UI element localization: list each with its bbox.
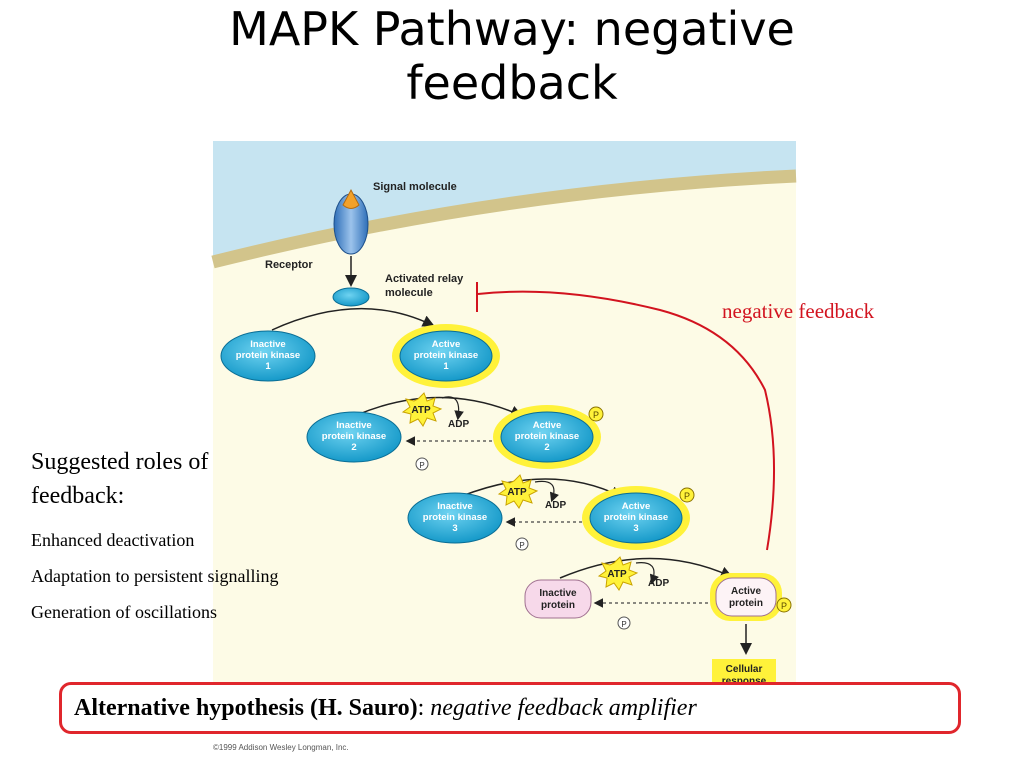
active-kinase-2-line2: protein kinase: [515, 431, 579, 442]
active-kinase-3-line2: protein kinase: [604, 512, 668, 523]
active-kinase-1-line3: 1: [443, 361, 449, 372]
pi-4: [617, 616, 631, 630]
active-kinase-1: [399, 330, 493, 382]
inactive-kinase-3-line2: protein kinase: [423, 512, 487, 523]
active-kinase-1-line2: protein kinase: [414, 350, 478, 361]
active-protein: [715, 577, 777, 617]
active-kinase-2: [500, 411, 594, 463]
active-protein-line1: Active: [731, 586, 761, 597]
negative-feedback-arc: [477, 290, 776, 551]
adp-label-4: ADP: [648, 578, 669, 589]
phosphate-3: [679, 487, 695, 503]
inactive-kinase-3: [407, 492, 503, 544]
cell-membrane: [211, 169, 797, 269]
activated-relay-label-2: molecule: [385, 287, 433, 299]
inactive-protein: [524, 579, 592, 619]
inactive-protein-line2: protein: [541, 600, 575, 611]
phosphate-2-label: P: [593, 410, 599, 420]
role-item: Adaptation to persistent signalling: [31, 566, 279, 586]
negative-feedback-label: negative feedback: [722, 299, 875, 323]
inactive-protein-line1: Inactive: [539, 588, 577, 599]
adp-label-2: ADP: [448, 419, 469, 430]
atp-burst-4: [597, 556, 639, 591]
title-line-2: feedback: [406, 56, 618, 110]
pi-3-label: P: [519, 541, 524, 550]
active-kinase-2-line1: Active: [533, 420, 562, 431]
kinase3-to-protein-arrow: [559, 557, 733, 579]
inactive-kinase-2-line3: 2: [351, 442, 356, 453]
pi-2: [415, 457, 429, 471]
role-item: Enhanced deactivation: [31, 530, 195, 550]
cellular-response-line1: Cellular: [726, 664, 763, 675]
activated-relay-label-1: Activated relay: [385, 273, 464, 285]
pi-4-label: P: [621, 620, 626, 629]
cellular-response-line2: response: [722, 676, 767, 687]
pi-2-label: P: [419, 461, 424, 470]
hypothesis-bold: Alternative hypothesis (H. Sauro): [74, 694, 418, 721]
inactive-kinase-3-line1: Inactive: [437, 501, 472, 512]
title-line-1: MAPK Pathway: negative: [229, 2, 795, 56]
active-kinase-3: [589, 492, 683, 544]
adp-label-3: ADP: [545, 500, 566, 511]
feedback-roles: Suggested roles of feedback: Enhanced de…: [31, 445, 301, 623]
hypothesis-separator: :: [417, 694, 431, 721]
alternative-hypothesis-box: Alternative hypothesis (H. Sauro): negat…: [59, 682, 961, 734]
inactive-kinase-2: [306, 411, 402, 463]
phosphate-4-label: P: [781, 601, 787, 611]
inactive-kinase-3-line3: 3: [452, 523, 457, 534]
active-kinase-3-line3: 3: [633, 523, 638, 534]
atp-burst-3: [497, 474, 539, 509]
pi-3: [515, 537, 529, 551]
atp-label-2: ATP: [411, 405, 431, 416]
activated-relay-molecule: [332, 287, 370, 307]
kinase1-to-kinase2-arrow: [356, 396, 523, 417]
phosphate-2: [588, 406, 604, 422]
hypothesis-italic: negative feedback amplifier: [430, 694, 697, 721]
active-kinase-2-line3: 2: [544, 442, 549, 453]
adp-arrow-3: [534, 480, 559, 503]
slide-title: MAPK Pathway: negative feedback: [0, 2, 1024, 110]
atp-label-4: ATP: [607, 569, 627, 580]
atp-burst-2: [401, 392, 443, 427]
inactive-kinase-1-line2: protein kinase: [236, 350, 300, 361]
inactive-kinase-1: [220, 330, 316, 382]
kinase2-to-kinase3-arrow: [461, 478, 623, 498]
active-protein-line2: protein: [729, 598, 763, 609]
adp-arrow-2: [441, 396, 464, 421]
atp-label-3: ATP: [507, 487, 527, 498]
relay-to-kinase1-arrow: [271, 308, 435, 331]
signal-molecule-shape: [342, 188, 360, 209]
receptor-label: Receptor: [265, 259, 313, 271]
roles-heading: Suggested roles of feedback:: [31, 449, 209, 509]
role-item: Generation of oscillations: [31, 602, 217, 622]
inactive-kinase-1-line1: Inactive: [250, 339, 285, 350]
signal-molecule-label: Signal molecule: [373, 181, 457, 193]
copyright-notice: ©1999 Addison Wesley Longman, Inc.: [213, 743, 349, 752]
adp-arrow-4: [635, 562, 659, 585]
phosphate-4: [776, 597, 792, 613]
inactive-kinase-2-line1: Inactive: [336, 420, 371, 431]
phosphate-3-label: P: [684, 491, 690, 501]
inactive-kinase-1-line3: 1: [265, 361, 271, 372]
inactive-kinase-2-line2: protein kinase: [322, 431, 386, 442]
active-kinase-3-line1: Active: [622, 501, 651, 512]
active-kinase-1-line1: Active: [432, 339, 461, 350]
